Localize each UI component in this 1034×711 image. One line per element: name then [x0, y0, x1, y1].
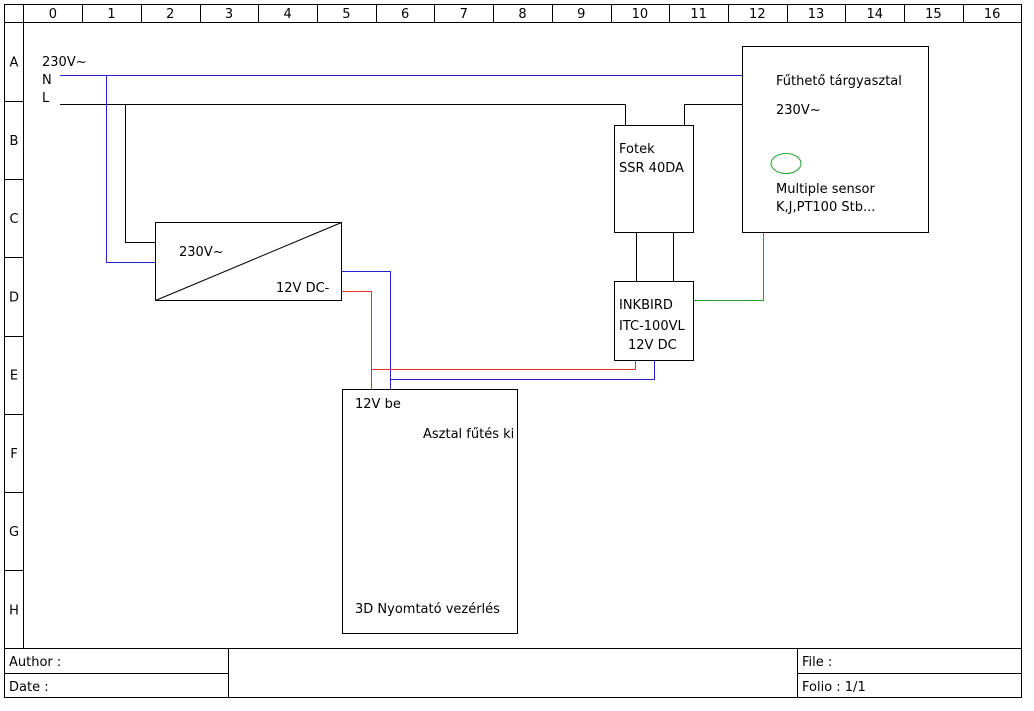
line-label: L [42, 91, 50, 106]
column-label: 4 [284, 7, 292, 22]
psu-positive-wire [341, 291, 372, 389]
author-field: Author : [9, 655, 61, 670]
column-label: 1 [107, 7, 115, 22]
board-input-label: 12V be [355, 397, 401, 412]
row-label: D [9, 290, 19, 305]
controller-label-line2: ITC-100VL [619, 319, 685, 334]
dc-wiring [341, 271, 655, 389]
column-label: 14 [866, 7, 883, 22]
mains-voltage-label: 230V~ [42, 55, 87, 70]
psu-negative-wire [341, 271, 391, 389]
psu-block[interactable]: 230V~ 12V DC- [155, 222, 342, 301]
column-label: 10 [632, 7, 649, 22]
column-ticks [82, 4, 964, 23]
psu-output-label: 12V DC- [276, 281, 330, 296]
psu-input-label: 230V~ [179, 245, 224, 260]
ssr-to-table-wire [684, 104, 742, 125]
title-block: Author : Date : File : Folio : 1/1 [4, 648, 1022, 698]
column-label: 2 [166, 7, 174, 22]
folio-field: Folio : 1/1 [802, 680, 866, 695]
row-label: A [10, 56, 19, 71]
column-label: 8 [518, 7, 526, 22]
controller-label-line3: 12V DC [628, 338, 677, 353]
ssr-block[interactable]: Fotek SSR 40DA [614, 125, 694, 233]
sensor-label-line1: Multiple sensor [776, 182, 876, 197]
controller-block[interactable]: INKBIRD ITC-100VL 12V DC [614, 281, 694, 361]
row-label: B [10, 134, 19, 149]
ssr-label-line2: SSR 40DA [619, 161, 684, 176]
column-label: 16 [984, 7, 1001, 22]
column-label: 3 [225, 7, 233, 22]
mains-wiring [60, 75, 742, 282]
row-labels: A B C D E F G H [9, 56, 19, 619]
column-label: 9 [577, 7, 585, 22]
sensor-label-line2: K,J,PT100 Stb... [776, 200, 875, 215]
heated-table-voltage: 230V~ [776, 103, 821, 118]
printer-board-block[interactable]: 12V be Asztal fűtés ki 3D Nyomtató vezér… [342, 389, 518, 634]
row-label: H [9, 603, 19, 618]
row-ticks [4, 101, 24, 571]
line-to-psu-wire [125, 104, 155, 243]
date-field: Date : [9, 680, 49, 695]
neutral-label: N [42, 73, 52, 88]
temperature-sensor-icon [770, 153, 802, 174]
row-label: E [10, 369, 18, 384]
row-label: G [9, 525, 19, 540]
column-label: 13 [808, 7, 825, 22]
row-label: F [10, 447, 17, 462]
heated-table-block[interactable]: Fűthető tárgyasztal 230V~ Multiple senso… [742, 46, 929, 233]
column-label: 7 [460, 7, 468, 22]
heated-table-title: Fűthető tárgyasztal [776, 74, 902, 89]
column-label: 6 [401, 7, 409, 22]
ssr-label-line1: Fotek [619, 142, 655, 157]
file-field: File : [802, 655, 832, 670]
sheet-frame [4, 4, 1022, 698]
board-to-controller-positive-wire [371, 360, 636, 370]
column-label: 11 [690, 7, 707, 22]
board-to-controller-negative-wire [390, 360, 655, 380]
psu-diagonal [155, 222, 342, 301]
row-label: C [9, 212, 18, 227]
controller-label-line1: INKBIRD [619, 298, 673, 313]
neutral-to-psu-wire [106, 75, 155, 263]
column-label: 12 [749, 7, 766, 22]
column-label: 0 [49, 7, 57, 22]
column-label: 15 [925, 7, 942, 22]
board-title-label: 3D Nyomtató vezérlés [355, 602, 500, 617]
column-label: 5 [342, 7, 350, 22]
board-heater-label: Asztal fűtés ki [423, 427, 514, 442]
